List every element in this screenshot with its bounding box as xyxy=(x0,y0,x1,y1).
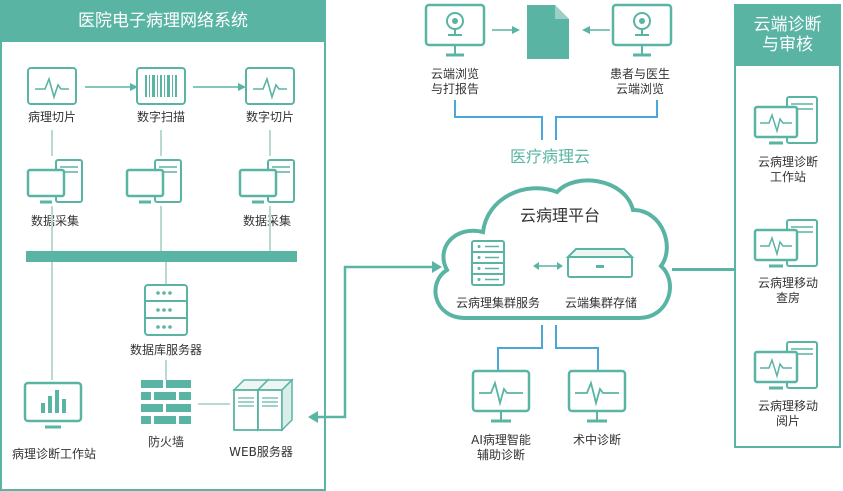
workstation-icon xyxy=(23,381,83,431)
mobile-reading-icon xyxy=(753,340,819,392)
top-blue-connectors xyxy=(454,100,658,140)
top-arrows xyxy=(492,26,610,34)
scan-label: 数字扫描 xyxy=(136,110,185,124)
cloud-review-title: 云端诊断 与审核 xyxy=(734,4,841,66)
bottom-blue-connectors xyxy=(497,325,599,370)
document-icon xyxy=(525,3,571,61)
cloud-platform-title: 云病理平台 xyxy=(519,206,600,225)
firewall-icon xyxy=(141,380,191,426)
cloud-browse-print-label: 云端浏览 与打报告 xyxy=(430,67,479,96)
cloud-right-connector xyxy=(672,268,735,271)
digital-slide-icon xyxy=(245,67,295,105)
mobile-rounds-icon xyxy=(753,218,819,270)
collect-label-1: 数据采集 xyxy=(30,214,79,228)
diagnosis-workstation-label: 云病理诊断 工作站 xyxy=(757,155,818,184)
web-server-label: WEB服务器 xyxy=(229,445,293,459)
collect-label-2: 数据采集 xyxy=(242,214,291,228)
storage-icon xyxy=(565,247,635,279)
computer-icon xyxy=(125,158,183,206)
slide-icon xyxy=(27,67,77,105)
database-server-icon xyxy=(144,284,188,336)
digital-slide-label: 数字切片 xyxy=(245,110,294,124)
slide-label: 病理切片 xyxy=(27,110,76,124)
computer-icon xyxy=(238,158,296,206)
firewall-label: 防火墙 xyxy=(147,435,184,449)
cluster-service-label: 云病理集群服务 xyxy=(455,296,540,310)
computer-icon xyxy=(26,158,84,206)
barcode-scan-icon xyxy=(136,67,186,105)
cloud-inner-arrow xyxy=(533,262,563,270)
intraop-monitor-icon xyxy=(567,369,627,425)
medical-cloud-label: 医疗病理云 xyxy=(509,147,590,166)
mobile-reading-label: 云病理移动 阅片 xyxy=(757,399,818,428)
flow-arrows-top xyxy=(85,83,246,91)
intraop-label: 术中诊断 xyxy=(572,433,621,447)
web-cloud-connector xyxy=(308,261,442,423)
patient-doctor-label: 患者与医生 云端浏览 xyxy=(609,67,670,96)
ai-label: AI病理智能 辅助诊断 xyxy=(471,433,531,462)
webcam-computer-icon xyxy=(424,3,486,59)
cluster-server-icon xyxy=(471,240,505,286)
cluster-storage-label: 云端集群存储 xyxy=(564,296,637,310)
workstation-label: 病理诊断工作站 xyxy=(11,447,96,461)
hospital-panel-title: 医院电子病理网络系统 xyxy=(0,0,326,42)
diagnosis-workstation-icon xyxy=(753,95,819,147)
webcam-computer-icon xyxy=(611,3,673,59)
mobile-rounds-label: 云病理移动 查房 xyxy=(757,276,818,305)
db-server-label: 数据库服务器 xyxy=(129,343,202,357)
web-server-icon xyxy=(230,378,296,432)
ai-monitor-icon xyxy=(471,369,531,425)
network-bus xyxy=(26,251,297,262)
